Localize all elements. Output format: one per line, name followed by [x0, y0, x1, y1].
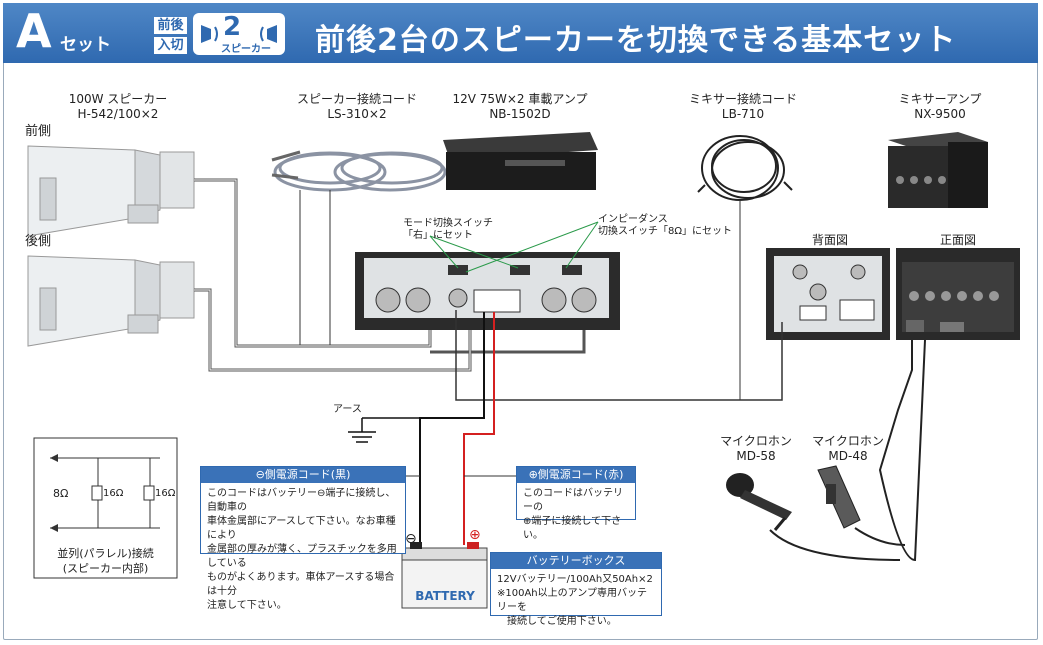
battery-label: BATTERY	[415, 589, 475, 603]
mixer-cord-model: LB-710	[721, 107, 765, 121]
mic-md58-label: マイクロホン MD-58	[716, 434, 796, 464]
ohm-each-1: 16Ω	[103, 488, 124, 499]
neg-cord-title: ⊖側電源コード(黒)	[201, 467, 405, 483]
wiring-caption: 並列(パラレル)接続 (スピーカー内部)	[34, 546, 177, 576]
mixer-cord-name: ミキサー接続コード	[688, 92, 797, 106]
two-speaker-icon: 2 スピーカー	[193, 12, 285, 55]
front-label: 前側	[25, 124, 52, 139]
mixer-cord-label: ミキサー接続コード LB-710	[688, 92, 798, 122]
speaker-model: H-542/100×2	[77, 107, 159, 121]
mixer-amp-model: NX-9500	[914, 107, 966, 121]
amp-name: 12V 75W×2 車載アンプ	[452, 92, 588, 106]
speaker-cord-model: LS-310×2	[327, 107, 387, 121]
neg-cord-line: ものがよくあります。車体アースする場合は十分	[207, 572, 395, 597]
mixer-cord-image	[697, 135, 793, 201]
battery-box-title: バッテリーボックス	[491, 553, 661, 569]
neg-cord-line: 金属部の厚みが薄く、プラスチックを多用している	[207, 544, 397, 569]
neg-cord-body: このコードはバッテリー⊖端子に接続し、自動車の 車体金属部にアースして下さい。な…	[201, 483, 405, 617]
neg-cord-callout: ⊖側電源コード(黒) このコードはバッテリー⊖端子に接続し、自動車の 車体金属部…	[200, 466, 406, 611]
amp-rear-panel	[355, 252, 620, 330]
mode-switch-line2: 「右」にセット	[403, 230, 473, 241]
pos-cord-body: このコードはバッテリーの ⊕端子に接続して下さい。	[517, 483, 635, 547]
badge-on-off: 入切	[154, 37, 187, 54]
signal-line	[455, 310, 783, 401]
speaker-cord-name: スピーカー接続コード	[296, 92, 417, 106]
battery-plus: ⊕	[469, 527, 481, 543]
mixer-amp-image	[888, 132, 988, 208]
mic-md58-name: マイクロホン	[720, 434, 792, 448]
impedance-switch-line1: インピーダンス	[598, 214, 668, 225]
pos-cord-title: ⊕側電源コード(赤)	[517, 467, 635, 483]
callout-pointers	[429, 221, 599, 273]
pos-cord-line: ⊕端子に接続して下さい。	[523, 516, 622, 541]
battery-image	[401, 542, 488, 609]
earth-label: アース	[333, 404, 362, 415]
front-view-label: 正面図	[940, 233, 977, 247]
header-bar: A セット 前後 入切 2 スピーカー 前後2台のスピーカーを切換できる基本セッ…	[3, 3, 1038, 63]
icon-number: 2	[223, 12, 242, 42]
speaker-cord-image	[271, 150, 447, 192]
battery-box-callout: バッテリーボックス 12Vバッテリー/100Ah又50Ah×2 ※100Ah以上…	[490, 552, 662, 627]
badge-front-rear: 前後	[154, 17, 187, 34]
mic-md48-image	[817, 465, 861, 529]
wiring-caption-line1: 並列(パラレル)接続	[57, 547, 154, 560]
mic-md58-image	[726, 473, 792, 531]
parallel-wiring-box	[33, 437, 178, 579]
earth-symbol	[348, 417, 420, 443]
wiring-caption-line2: (スピーカー内部)	[62, 562, 149, 575]
ohm-total: 8Ω	[53, 487, 69, 500]
icon-sub: スピーカー	[221, 44, 271, 55]
neg-cord-line: 車体金属部にアースして下さい。なお車種により	[207, 516, 396, 541]
amp-model: NB-1502D	[489, 107, 551, 121]
speaker-wire-inner	[194, 179, 471, 371]
neg-cord-line: 注意して下さい。	[207, 600, 287, 611]
mic-md48-name: マイクロホン	[812, 434, 884, 448]
mode-switch-line1: モード切換スイッチ	[403, 218, 493, 229]
speaker-label: 100W スピーカー H-542/100×2	[68, 92, 168, 122]
mixer-amp-label: ミキサーアンプ NX-9500	[890, 92, 990, 122]
rear-view-label: 背面図	[812, 233, 849, 247]
impedance-switch-label: インピーダンス 切換スイッチ「8Ω」にセット	[598, 214, 732, 238]
mic-md48-label: マイクロホン MD-48	[808, 434, 888, 464]
battery-line: 接続してご使用下さい。	[497, 616, 617, 627]
mic-md48-model: MD-48	[828, 449, 868, 463]
mode-switch-label: モード切換スイッチ 「右」にセット	[403, 218, 493, 242]
speaker-wave-icon	[201, 25, 277, 43]
battery-line: ※100Ah以上のアンプ専用バッテリーを	[497, 588, 647, 613]
battery-line: 12Vバッテリー/100Ah又50Ah×2	[497, 574, 653, 585]
negative-power-wire	[419, 312, 485, 545]
neg-cord-line: このコードはバッテリー⊖端子に接続し、自動車の	[207, 488, 396, 513]
mixer-amp-name: ミキサーアンプ	[898, 92, 982, 106]
mic-cords	[769, 339, 926, 562]
amp-label: 12V 75W×2 車載アンプ NB-1502D	[445, 92, 595, 122]
mixer-front-view	[896, 248, 1020, 340]
set-suffix: セット	[60, 35, 111, 55]
mic-md58-model: MD-58	[736, 449, 776, 463]
pos-cord-callout: ⊕側電源コード(赤) このコードはバッテリーの ⊕端子に接続して下さい。	[516, 466, 636, 541]
pos-cord-line: このコードはバッテリーの	[523, 488, 623, 513]
rear-speaker-image	[27, 255, 195, 347]
car-amp-image	[443, 132, 598, 190]
page-title: 前後2台のスピーカーを切換できる基本セット	[315, 23, 957, 58]
battery-minus: ⊖	[405, 531, 417, 547]
set-letter: A	[16, 4, 52, 58]
rear-label: 後側	[25, 234, 52, 249]
battery-box-body: 12Vバッテリー/100Ah又50Ah×2 ※100Ah以上のアンプ専用バッテリ…	[491, 569, 661, 633]
impedance-switch-line2: 切換スイッチ「8Ω」にセット	[598, 226, 733, 237]
positive-power-wire	[463, 312, 495, 545]
ohm-each-2: 16Ω	[155, 488, 176, 499]
speaker-name: 100W スピーカー	[68, 92, 168, 106]
speaker-cord-label: スピーカー接続コード LS-310×2	[292, 92, 422, 122]
front-speaker-image	[27, 145, 195, 237]
mixer-rear-view	[766, 248, 890, 340]
